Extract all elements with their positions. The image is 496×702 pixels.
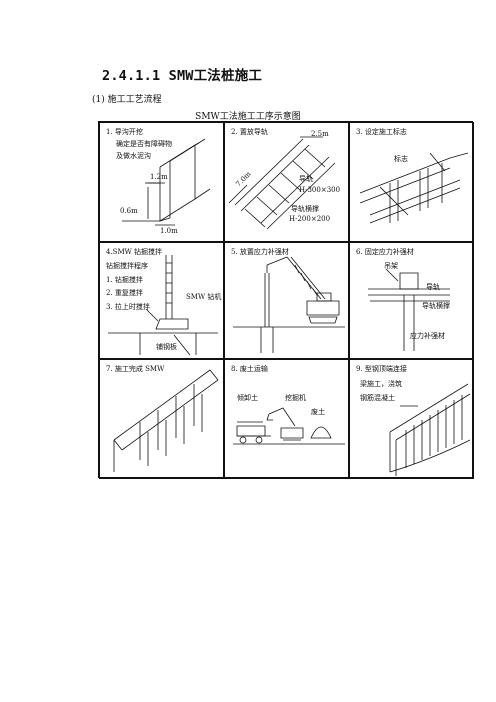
panel-2-rail-spec: H-300×300	[299, 186, 341, 194]
panel-9-note-1: 梁施工，浇筑	[360, 380, 402, 388]
trench-drawing	[122, 138, 211, 226]
panel-2-step-label: 2. 置放导轨	[231, 128, 268, 136]
marks-drawing	[359, 152, 469, 224]
panel-6-step-label: 6. 固定应力补强材	[356, 248, 414, 256]
panel-4-smw-drilling: 4.SMW 钻掘搅拌 钻掘搅拌程序 1. 钻掘搅拌 2. 重复搅拌 3. 拉上时…	[99, 242, 224, 359]
panel-6-hanger-label: 吊架	[384, 262, 398, 270]
panel-8-spoil-transport: 8. 废土运输 倾卸土 挖掘机 废土	[224, 359, 349, 479]
figure-title: SMW工法施工工序示意图	[195, 112, 301, 122]
panel-7-smw-completed: 7. 施工完成 SMW	[99, 359, 224, 479]
panel-4-procedure-3: 3. 拉上时搅拌	[106, 303, 150, 311]
panel-6-fix-reinforcement: 6. 固定应力补强材 吊架 导轨 导轨横撑 应力补强材	[349, 242, 474, 359]
guide-rail-drawing	[228, 136, 336, 230]
panel-4-rig-label: SMW 钻机	[186, 293, 222, 301]
panel-1-note-2: 及做水泥沟	[116, 152, 151, 160]
panel-9-step-label: 9. 型钢顶端连接	[356, 365, 407, 373]
panel-1-trench-excavation: 1. 导沟开挖 确定是否有障碍物 及做水泥沟 1.2m 0.6m 1.0m	[99, 122, 224, 242]
section-heading: 2.4.1.1 SMW工法桩施工	[102, 68, 263, 84]
panel-1-dim-bottom: 1.0m	[160, 227, 178, 235]
panel-4-procedure-2: 2. 重复搅拌	[106, 289, 143, 297]
panel-2-brace-label: 导轨横撑	[291, 205, 319, 213]
drilling-rig-drawing	[108, 255, 218, 356]
crane-drawing	[233, 256, 345, 353]
panel-2-rail-label: 导轨	[299, 175, 313, 183]
panel-9-top-connection: 9. 型钢顶端连接 梁施工，浇筑 钢筋混凝土	[349, 359, 474, 479]
panel-8-spoil-label: 废土	[311, 408, 325, 416]
panel-3-construction-marks: 3. 设定施工标志 标志	[349, 122, 474, 242]
panel-1-dim-depth: 0.6m	[120, 207, 138, 215]
completed-wall-drawing	[113, 369, 219, 472]
panel-6-rail-label: 导轨	[426, 283, 440, 291]
panel-1-note-1: 确定是否有障碍物	[116, 140, 172, 148]
excavator-drawing	[233, 407, 345, 445]
process-figure: 1. 导沟开挖 确定是否有障碍物 及做水泥沟 1.2m 0.6m 1.0m	[98, 121, 474, 479]
panel-2-brace-spec: H-200×200	[289, 215, 331, 223]
panel-1-dim-width: 1.2m	[150, 173, 168, 181]
panel-8-excavator-label: 挖掘机	[285, 394, 306, 402]
panel-2-dim-width: 2.5m	[311, 130, 329, 138]
panel-3-step-label: 3. 设定施工标志	[356, 128, 407, 136]
panel-8-dump-label: 倾卸土	[237, 394, 258, 402]
panel-3-mark-label: 标志	[394, 155, 408, 163]
panel-4-procedure-title: 钻掘搅拌程序	[106, 262, 148, 270]
panel-9-note-2: 钢筋混凝土	[360, 394, 395, 402]
capping-beam-drawing	[389, 383, 471, 476]
panel-6-reinforcement-label: 应力补强材	[410, 332, 445, 340]
panel-4-step-label: 4.SMW 钻掘搅拌	[106, 248, 163, 256]
panel-1-step-label: 1. 导沟开挖	[106, 128, 143, 136]
panel-4-plate-label: 铺钢板	[156, 343, 177, 351]
panel-2-guide-rails: 2. 置放导轨 2.5m 7.0m 导轨 H-300×300 导轨横撑 H-20…	[224, 122, 349, 242]
panel-5-place-reinforcement: 5. 放置应力补强材	[224, 242, 349, 359]
panel-7-step-label: 7. 施工完成 SMW	[106, 365, 165, 373]
panel-5-step-label: 5. 放置应力补强材	[231, 248, 289, 256]
panel-8-step-label: 8. 废土运输	[231, 365, 268, 373]
subsection-heading: (1) 施工工艺流程	[92, 95, 162, 105]
panel-4-procedure-1: 1. 钻掘搅拌	[106, 276, 143, 284]
hanger-drawing	[368, 268, 450, 351]
panel-6-brace-label: 导轨横撑	[422, 302, 450, 310]
